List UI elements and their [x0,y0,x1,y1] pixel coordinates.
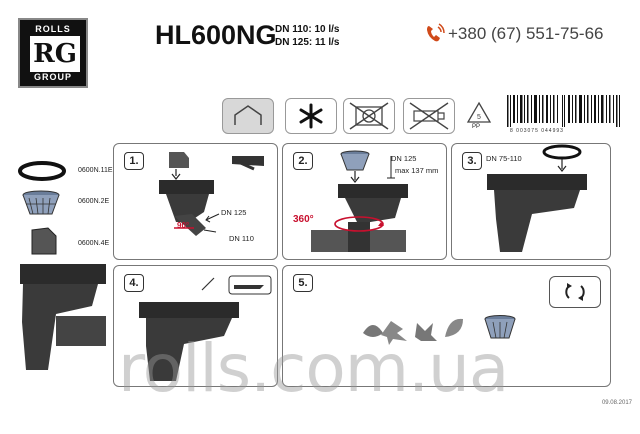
logo-top-text: ROLLS [35,24,71,34]
brand-logo: ROLLS RG GROUP [18,18,88,88]
step-4-illustration [139,275,272,381]
flap-part [31,227,57,255]
step-4-panel: 4. [113,265,278,387]
part-code-3: 0600N.4E [78,240,110,247]
leaves-illustration [363,318,463,345]
no-dishwasher-icon [343,98,395,134]
no-dispose-icon [403,98,455,134]
clamp-ring-part [18,161,66,181]
phone-number: +380 (67) 551-75-66 [448,24,604,43]
step-1-panel: 1. 90° DN 125 DN 110 [113,143,278,260]
svg-text:5: 5 [477,114,481,121]
recycle-label: PP [472,124,481,130]
step-1-label-dn125: DN 125 [221,208,247,217]
step-2-illustration [311,150,408,252]
step-3-number: 3. [462,152,482,170]
part-code-2: 0600N.2E [78,198,110,205]
flow-rate-dn125: DN 125: 11 l/s [275,37,340,48]
logo-bottom-text: GROUP [33,72,72,82]
snowflake-icon [285,98,337,134]
part-code-1: 0600N.11E [78,167,113,174]
step-2-angle: 360° [293,214,314,225]
step-2-number: 2. [293,152,313,170]
step-1-angle: 90° [177,221,190,230]
step-1-label-dn110: DN 110 [229,234,254,243]
step-2-label-max: max 137 mm [395,166,439,175]
roof-icon [222,98,274,134]
flow-rate-dn110: DN 110: 10 l/s [275,24,340,35]
step-1-number: 1. [124,152,144,170]
step-3-panel: 3. DN 75-110 [451,143,611,260]
step-5-number: 5. [293,274,313,292]
leaf-guard-basket-part [22,190,60,215]
step-5-panel: 5. [282,265,611,387]
step-3-illustration [487,144,587,252]
document-date: 09.08.2017 [601,400,632,406]
barcode [507,95,620,127]
step-3-label-dn: DN 75-110 [486,154,522,163]
step-2-panel: 2. 360° DN 125 max 137 mm [282,143,447,260]
step-4-number: 4. [124,274,144,292]
basket-icon [484,315,516,339]
recycle-icon: 5 [466,101,492,123]
logo-mark: RG [30,36,80,72]
phone-icon [427,23,445,42]
rotate-icon [549,276,601,308]
step-2-label-dn125: DN 125 [391,154,417,163]
product-side-view [20,264,106,370]
website-watermark: rolls.com.ua [118,330,509,407]
step-1-illustration [159,152,264,236]
model-title: HL600NG [155,20,277,50]
barcode-number: 8 003075 044993 [510,128,564,134]
